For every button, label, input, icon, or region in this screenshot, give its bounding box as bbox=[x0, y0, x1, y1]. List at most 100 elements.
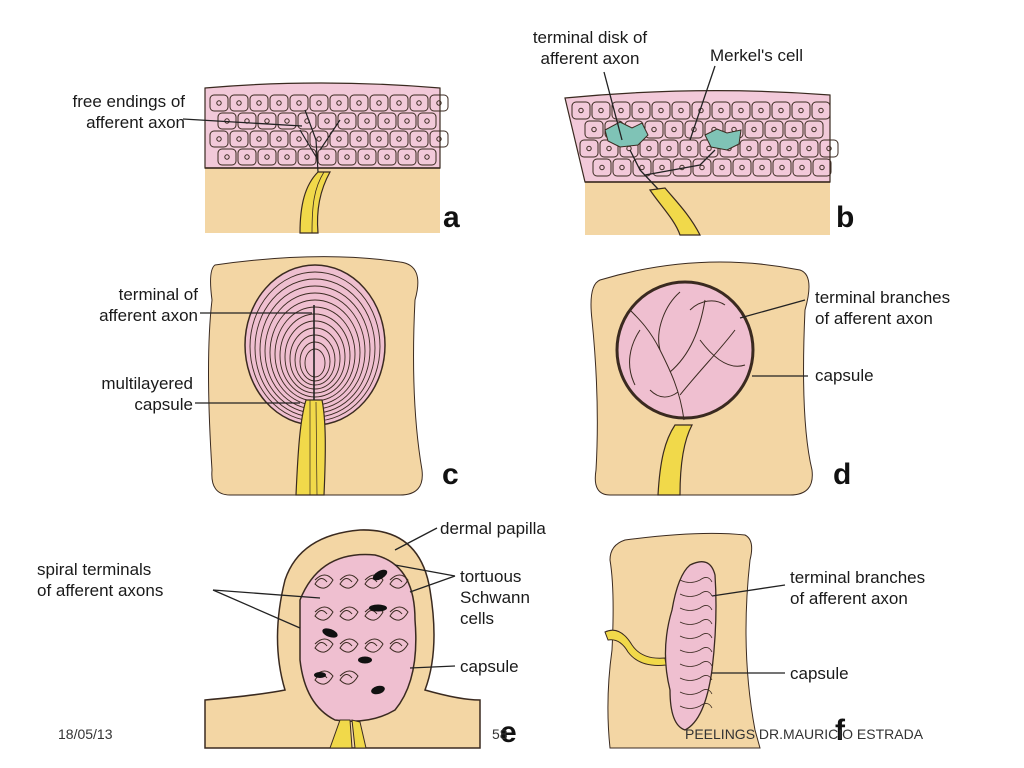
epidermal-cell bbox=[397, 148, 417, 166]
epidermal-cell bbox=[417, 148, 437, 166]
label-e-schwann-line-1: tortuous bbox=[460, 567, 522, 586]
epidermal-cell bbox=[684, 120, 704, 139]
label-c-terminal-line-2: afferent axon bbox=[99, 306, 198, 325]
epidermal-cell bbox=[744, 120, 764, 139]
epidermal-cell bbox=[349, 94, 369, 112]
epidermal-cell bbox=[369, 130, 389, 148]
panel-b-merkel-cell-1 bbox=[604, 121, 649, 148]
panel-letter-e: e bbox=[500, 716, 517, 749]
epidermal-cell bbox=[799, 139, 819, 158]
epidermal-cell bbox=[611, 101, 631, 120]
label-b-line-1: terminal disk of bbox=[532, 28, 648, 47]
epidermal-cell bbox=[672, 158, 692, 177]
panel-e-nerve bbox=[329, 719, 367, 749]
epidermal-cell bbox=[812, 158, 832, 177]
epidermal-cell bbox=[309, 94, 329, 112]
epidermal-cell bbox=[764, 120, 784, 139]
epidermal-cell bbox=[337, 112, 357, 130]
epidermal-cell bbox=[691, 101, 711, 120]
footer-page-number: 58 bbox=[492, 726, 508, 742]
panel-letter-b: b bbox=[836, 201, 855, 234]
epidermal-cell bbox=[229, 130, 249, 148]
epidermal-cell bbox=[257, 148, 277, 166]
label-e-schwann-line-3: cells bbox=[460, 609, 495, 628]
panel-letter-d: d bbox=[833, 458, 852, 491]
label-c-capsule-line-2: capsule bbox=[134, 395, 193, 414]
label-c-capsule: multilayered capsule bbox=[20, 373, 193, 415]
epidermal-cell bbox=[772, 158, 792, 177]
epidermal-cell bbox=[209, 94, 229, 112]
epidermal-cell bbox=[579, 139, 599, 158]
epidermal-cell bbox=[269, 94, 289, 112]
epidermal-cell bbox=[369, 94, 389, 112]
label-b-merkel: Merkel's cell bbox=[710, 46, 803, 65]
epidermal-cell bbox=[217, 148, 237, 166]
epidermal-cell bbox=[652, 158, 672, 177]
epidermal-cell bbox=[731, 101, 751, 120]
epidermal-cell bbox=[651, 101, 671, 120]
epidermal-cell bbox=[329, 94, 349, 112]
epidermal-cell bbox=[249, 130, 269, 148]
label-f-capsule: capsule bbox=[790, 664, 849, 683]
epidermal-cell bbox=[389, 130, 409, 148]
epidermal-cell bbox=[632, 158, 652, 177]
epidermal-cell bbox=[429, 94, 449, 112]
epidermal-cell bbox=[712, 158, 732, 177]
epidermal-cell bbox=[819, 139, 839, 158]
epidermal-cell bbox=[257, 112, 277, 130]
panel-b-merkel-cell-2 bbox=[704, 128, 742, 151]
panel-f-drawing bbox=[604, 532, 761, 749]
label-a-free-endings: free endings of afferent axon bbox=[10, 91, 185, 133]
epidermal-cell bbox=[759, 139, 779, 158]
epidermal-cell bbox=[209, 130, 229, 148]
panel-e-drawing bbox=[204, 529, 481, 749]
label-e-spiral-line-1: spiral terminals bbox=[37, 560, 152, 579]
epidermal-cell bbox=[659, 139, 679, 158]
epidermal-cell bbox=[237, 112, 257, 130]
epidermal-cell bbox=[591, 101, 611, 120]
label-d-capsule: capsule bbox=[815, 366, 874, 385]
label-e-capsule: capsule bbox=[460, 657, 519, 676]
label-c-terminal: terminal of afferent axon bbox=[20, 284, 198, 326]
epidermal-cell bbox=[664, 120, 684, 139]
epidermal-cell bbox=[377, 112, 397, 130]
epidermal-cell bbox=[377, 148, 397, 166]
epidermal-cell bbox=[739, 139, 759, 158]
epidermal-cell bbox=[584, 120, 604, 139]
epidermal-cell bbox=[612, 158, 632, 177]
panel-d-drawing bbox=[590, 261, 813, 496]
epidermal-cell bbox=[417, 112, 437, 130]
epidermal-cell bbox=[711, 101, 731, 120]
label-e-papilla: dermal papilla bbox=[440, 519, 546, 538]
epidermal-cell bbox=[679, 139, 699, 158]
panel-b-epidermis bbox=[564, 90, 831, 183]
panel-f-capsule bbox=[664, 561, 717, 731]
label-f-branches: terminal branches of afferent axon bbox=[790, 567, 925, 609]
leader-lines bbox=[182, 65, 808, 674]
epidermal-cell bbox=[277, 148, 297, 166]
label-e-spiral: spiral terminals of afferent axons bbox=[37, 559, 163, 601]
epidermal-cell bbox=[791, 101, 811, 120]
footer-date: 18/05/13 bbox=[58, 726, 113, 742]
epidermal-cell bbox=[297, 112, 317, 130]
label-e-spiral-line-2: of afferent axons bbox=[37, 581, 164, 600]
epidermal-cell bbox=[349, 130, 369, 148]
epidermal-cell bbox=[639, 139, 659, 158]
label-e-schwann: tortuous Schwann cells bbox=[460, 566, 530, 629]
label-b-terminal-disk: terminal disk of afferent axon bbox=[500, 27, 680, 69]
panel-a-epidermis bbox=[204, 82, 441, 169]
epidermal-cell bbox=[389, 94, 409, 112]
panel-letter-c: c bbox=[442, 458, 459, 491]
panel-b-dermis bbox=[585, 180, 830, 235]
epidermal-cell bbox=[337, 148, 357, 166]
epidermal-cell bbox=[671, 101, 691, 120]
epidermal-cell bbox=[571, 101, 591, 120]
epidermal-cell bbox=[752, 158, 772, 177]
epidermal-cell bbox=[249, 94, 269, 112]
label-d-branches: terminal branches of afferent axon bbox=[815, 287, 950, 329]
panel-d-capsule bbox=[615, 280, 755, 420]
panel-b-nerve bbox=[648, 187, 701, 236]
epidermal-cell bbox=[397, 112, 417, 130]
label-f-branches-line-1: terminal branches bbox=[790, 568, 926, 587]
